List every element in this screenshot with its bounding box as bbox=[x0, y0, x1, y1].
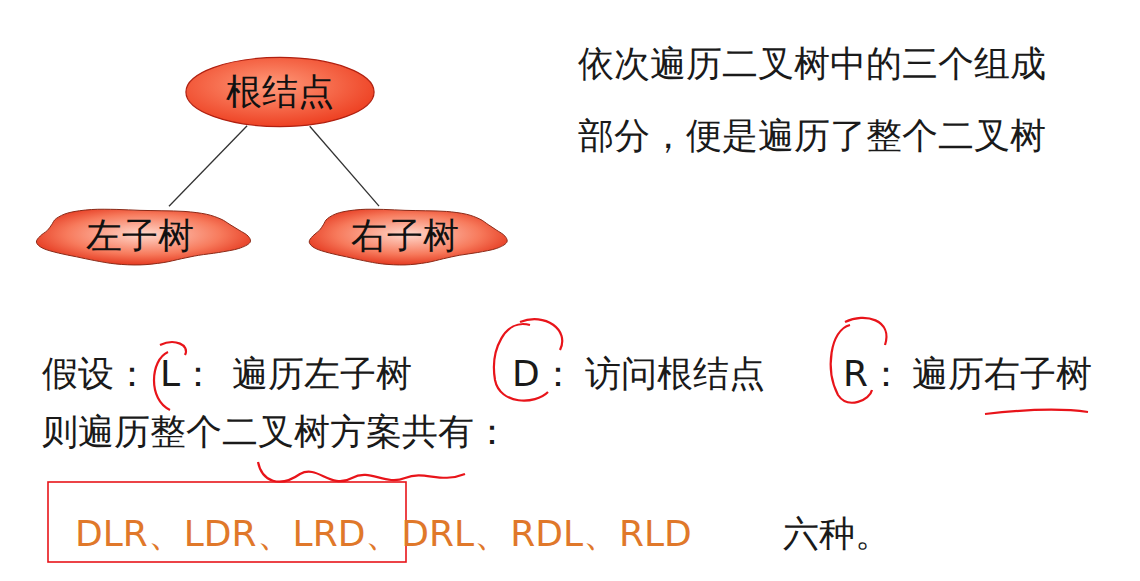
note-text: 六种。 bbox=[783, 512, 891, 555]
note-text: 访问根结点 bbox=[585, 352, 765, 395]
note-text: L： bbox=[160, 352, 216, 395]
root-ellipse: 根结点 bbox=[184, 56, 376, 128]
note-text: 则遍历整个二叉树方案共有： bbox=[42, 410, 510, 453]
tree-branch bbox=[169, 126, 247, 206]
traversal-orders: DLR、LDR、LRD、DRL、RDL、RLD bbox=[75, 512, 692, 555]
note-text: D： bbox=[512, 352, 576, 395]
hand-underline bbox=[985, 410, 1088, 414]
note-text: 假设： bbox=[42, 352, 150, 395]
node-text: 左子树 bbox=[86, 216, 194, 256]
node-text: 根结点 bbox=[226, 72, 334, 112]
node-text: 右子树 bbox=[351, 216, 459, 256]
subtree-cloud: 左子树 bbox=[34, 205, 246, 267]
subtree-cloud: 右子树 bbox=[307, 205, 503, 267]
note-text: 遍历右子树 bbox=[912, 352, 1092, 395]
note-text: R： bbox=[843, 352, 904, 395]
note-text: 遍历左子树 bbox=[232, 352, 412, 395]
description-text: 依次遍历二叉树中的三个组成 部分，便是遍历了整个二叉树 bbox=[578, 28, 1068, 172]
hand-wavy-underline bbox=[258, 462, 465, 482]
tree-branch bbox=[310, 126, 379, 206]
